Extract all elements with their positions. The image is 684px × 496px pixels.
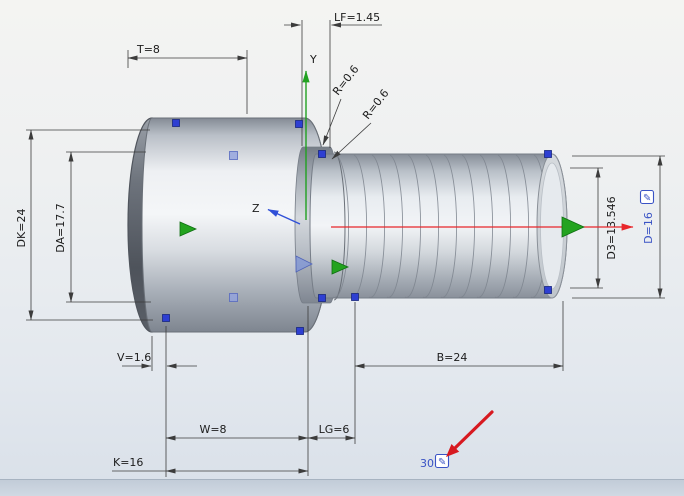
dim-label-r1: R=0.6 (330, 63, 361, 98)
dimension-dk: DK=24 (15, 129, 153, 321)
dimension-angle: 30 ✎ (420, 453, 450, 470)
dim-label-lf: LF=1.45 (334, 11, 380, 24)
dim-label-d3: D3=13.546 (605, 196, 618, 259)
drag-handle[interactable] (544, 286, 552, 294)
dim-label-r2: R=0.6 (360, 87, 391, 122)
dim-label-w: W=8 (199, 423, 226, 436)
dim-label-t: T=8 (136, 43, 160, 56)
dimension-lg: LG=6 (307, 423, 356, 441)
drag-handle[interactable] (296, 327, 304, 335)
edit-icon-angle[interactable]: ✎ (434, 453, 450, 469)
drag-handle[interactable] (351, 293, 359, 301)
dimension-w: W=8 (165, 306, 309, 476)
dimension-r2: R=0.6 (331, 87, 392, 160)
dimension-d: D=16 ✎ (572, 155, 665, 299)
dim-label-angle[interactable]: 30 (420, 457, 434, 470)
edit-icon-glyph: ✎ (643, 193, 651, 204)
dimension-b: B=24 (354, 301, 564, 444)
drag-handle[interactable] (544, 150, 552, 158)
status-strip (0, 479, 684, 496)
dim-label-k: K=16 (113, 456, 143, 469)
dimension-v: V=1.6 (117, 326, 197, 477)
edit-icon-glyph: ✎ (438, 457, 446, 468)
z-axis (267, 208, 301, 225)
part-model[interactable] (127, 117, 568, 333)
shaft-end-chamfer (540, 162, 564, 290)
z-axis-label: Z (252, 202, 260, 215)
drag-handle-secondary[interactable] (229, 293, 238, 302)
drag-handle[interactable] (162, 314, 170, 322)
drag-handle-secondary[interactable] (229, 151, 238, 160)
direction-handle-secondary[interactable] (295, 255, 313, 273)
dimension-d3: D3=13.546 (570, 167, 618, 289)
dimension-r1: R=0.6 (322, 63, 362, 146)
dim-label-da: DA=17.7 (54, 203, 67, 253)
drag-handle[interactable] (318, 294, 326, 302)
drag-handle[interactable] (295, 120, 303, 128)
dimension-da: DA=17.7 (54, 151, 151, 303)
dim-label-v: V=1.6 (117, 351, 151, 364)
drag-handle[interactable] (172, 119, 180, 127)
y-axis-label: Y (309, 53, 317, 66)
dimension-t: T=8 (127, 43, 248, 114)
dim-label-d[interactable]: D=16 (642, 212, 655, 244)
dimension-k: K=16 (112, 456, 309, 474)
drag-handles[interactable] (162, 119, 585, 335)
direction-handle[interactable] (561, 216, 585, 238)
dim-label-dk: DK=24 (15, 209, 28, 248)
thread-start-ring (333, 151, 346, 301)
edit-icon-d[interactable]: ✎ (639, 189, 655, 205)
annotation-arrow (446, 410, 494, 457)
dim-label-b: B=24 (437, 351, 468, 364)
drag-handle[interactable] (318, 150, 326, 158)
direction-handle[interactable] (331, 259, 349, 275)
dim-label-lg: LG=6 (319, 423, 350, 436)
direction-handle[interactable] (179, 221, 197, 237)
